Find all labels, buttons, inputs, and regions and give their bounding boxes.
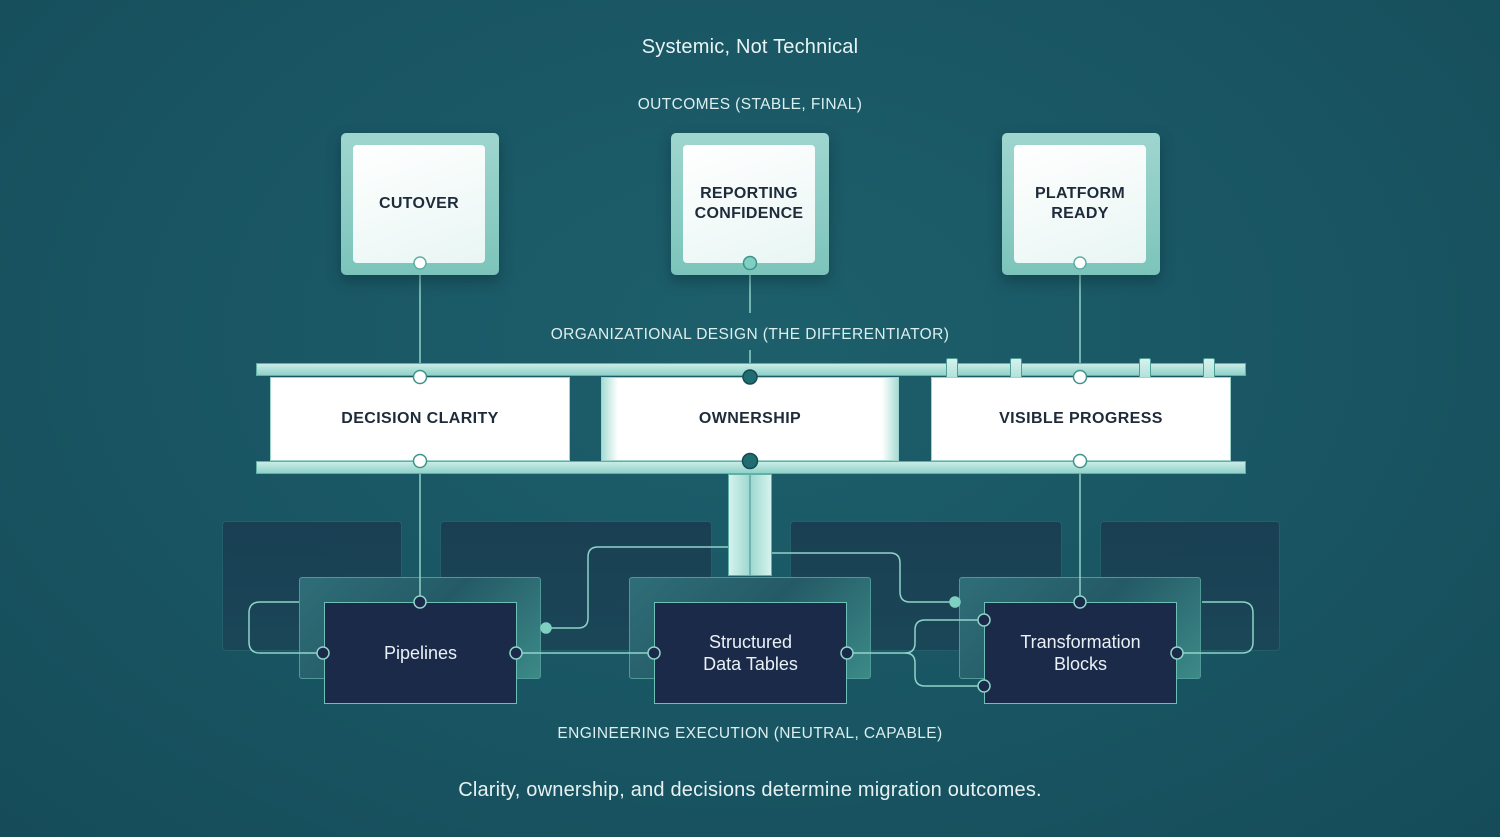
connector-node <box>977 613 991 627</box>
outcome-card-label: REPORTING CONFIDENCE <box>683 145 815 263</box>
connector-node <box>647 646 661 660</box>
org-box-label: VISIBLE PROGRESS <box>999 410 1163 427</box>
connector-node <box>742 369 758 385</box>
connector-node <box>1072 369 1088 385</box>
outcomes-layer-label: OUTCOMES (STABLE, FINAL) <box>637 96 863 113</box>
connector-node <box>1170 646 1184 660</box>
outcome-card-platform-ready: PLATFORM READY <box>1002 133 1160 275</box>
connector-node <box>1073 595 1087 609</box>
connector-node <box>1072 453 1088 469</box>
connector-node <box>413 595 427 609</box>
diagram-title: Systemic, Not Technical <box>641 36 859 58</box>
connector-node <box>412 453 428 469</box>
org-box-label: DECISION CLARITY <box>341 410 499 427</box>
connector-node <box>741 452 759 470</box>
outcome-card-label: CUTOVER <box>353 145 485 263</box>
outcome-card-label: PLATFORM READY <box>1014 145 1146 263</box>
connector-node <box>742 255 758 271</box>
engineering-block-pipelines: Pipelines <box>324 602 517 704</box>
org-box-ownership: OWNERSHIP <box>601 377 899 461</box>
connector-node <box>977 679 991 693</box>
engineering-layer-label: ENGINEERING EXECUTION (NEUTRAL, CAPABLE) <box>557 725 943 742</box>
outcome-card-reporting-confidence: REPORTING CONFIDENCE <box>671 133 829 275</box>
connector-node <box>1073 256 1087 270</box>
connector-node <box>412 369 428 385</box>
engineering-block-structured-data-tables: Structured Data Tables <box>654 602 847 704</box>
connector-node <box>949 596 961 608</box>
connector-node <box>413 256 427 270</box>
org-box-label: OWNERSHIP <box>698 410 802 427</box>
organizational-layer-label: ORGANIZATIONAL DESIGN (THE DIFFERENTIATO… <box>550 326 950 343</box>
ownership-pillar <box>728 474 772 576</box>
diagram-caption: Clarity, ownership, and decisions determ… <box>458 779 1042 801</box>
connector-node <box>509 646 523 660</box>
connector-node <box>316 646 330 660</box>
outcome-card-cutover: CUTOVER <box>341 133 499 275</box>
engineering-block-transformation-blocks: Transformation Blocks <box>984 602 1177 704</box>
connector-node <box>540 622 552 634</box>
connector-node <box>840 646 854 660</box>
